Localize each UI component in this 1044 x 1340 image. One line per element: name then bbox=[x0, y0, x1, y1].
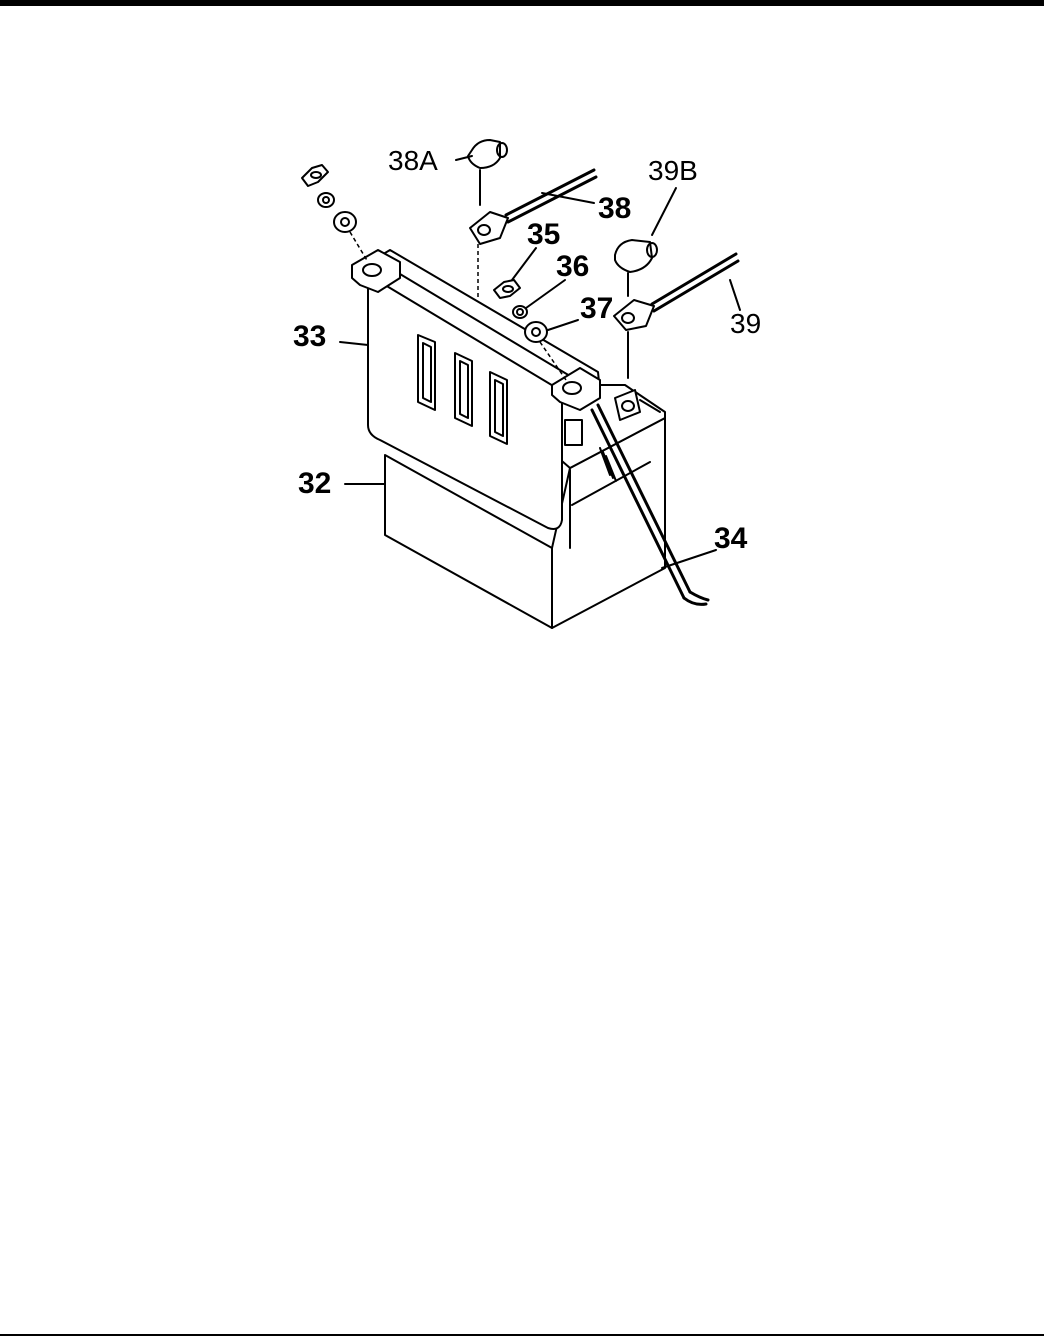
callout-36: 36 bbox=[556, 250, 589, 283]
callout-39b: 39B bbox=[648, 155, 698, 186]
callout-37: 37 bbox=[580, 292, 613, 325]
left-fastener-stack bbox=[302, 165, 368, 262]
callout-34: 34 bbox=[714, 522, 748, 555]
callout-38: 38 bbox=[598, 192, 631, 225]
callout-39: 39 bbox=[730, 308, 761, 339]
bottom-rule bbox=[0, 1334, 1044, 1336]
callout-32: 32 bbox=[298, 467, 331, 500]
callout-35: 35 bbox=[527, 218, 560, 251]
callout-38a: 38A bbox=[388, 145, 438, 176]
callout-33: 33 bbox=[293, 320, 326, 353]
positive-cable bbox=[614, 240, 738, 378]
